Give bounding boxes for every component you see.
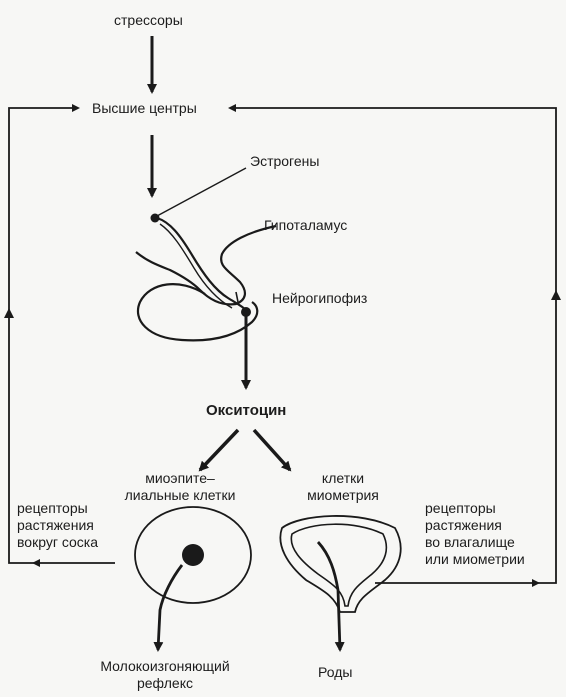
label-oxytocin: Окситоцин — [206, 402, 286, 419]
hypothalamus-outline — [136, 226, 276, 304]
label-nipple-receptors: рецепторы растяжения вокруг соска — [17, 500, 98, 551]
mammary-efferent-path — [158, 565, 182, 650]
label-vaginal-line4: или миометрии — [425, 551, 525, 568]
label-nipple-line3: вокруг соска — [17, 534, 98, 551]
loop-left-out-arrow — [32, 559, 40, 567]
label-myometrium-cells: клетки миометрия — [298, 470, 388, 504]
label-milk-line1: Молокоизгоняющий — [80, 658, 250, 675]
label-vaginal-receptors: рецепторы растяжения во влагалище или ми… — [425, 500, 525, 568]
label-milk-reflex: Молокоизгоняющий рефлекс — [80, 658, 250, 692]
label-myoepithelial-cells: миоэпите– лиальные клетки — [100, 470, 260, 504]
label-myoepithelial-line1: миоэпите– — [100, 470, 260, 487]
label-higher-centers: Высшие центры — [92, 100, 197, 117]
estrogen-pointer-line — [157, 168, 246, 216]
label-estrogens: Эстрогены — [250, 153, 319, 170]
neurohypophysis-terminal — [241, 307, 251, 317]
label-vaginal-line3: во влагалище — [425, 534, 525, 551]
mammary-cell-nucleus — [182, 544, 204, 566]
label-myometrium-line2: миометрия — [298, 487, 388, 504]
label-hypothalamus: Гипоталамус — [264, 217, 347, 234]
label-myoepithelial-line2: лиальные клетки — [100, 487, 260, 504]
label-nipple-line1: рецепторы — [17, 500, 98, 517]
arrow-oxytocin-to-myoepithelial — [200, 430, 238, 470]
neurohypophysis-tick — [236, 292, 238, 302]
label-vaginal-line2: растяжения — [425, 517, 525, 534]
loop-right-in-arrow — [532, 579, 540, 587]
neuron-axon-inner — [160, 224, 232, 308]
label-myometrium-line1: клетки — [298, 470, 388, 487]
loop-left-up-arrow — [4, 308, 14, 318]
pituitary-outline — [138, 284, 257, 340]
label-stressors: стрессоры — [114, 12, 183, 29]
loop-right-up-arrow — [551, 290, 561, 300]
neuron-axon — [157, 218, 246, 310]
label-milk-line2: рефлекс — [80, 675, 250, 692]
label-nipple-line2: растяжения — [17, 517, 98, 534]
arrow-oxytocin-to-myometrium — [254, 430, 290, 470]
label-neurohypophysis: Нейрогипофиз — [272, 290, 367, 307]
label-birth: Роды — [318, 664, 352, 681]
label-vaginal-line1: рецепторы — [425, 500, 525, 517]
